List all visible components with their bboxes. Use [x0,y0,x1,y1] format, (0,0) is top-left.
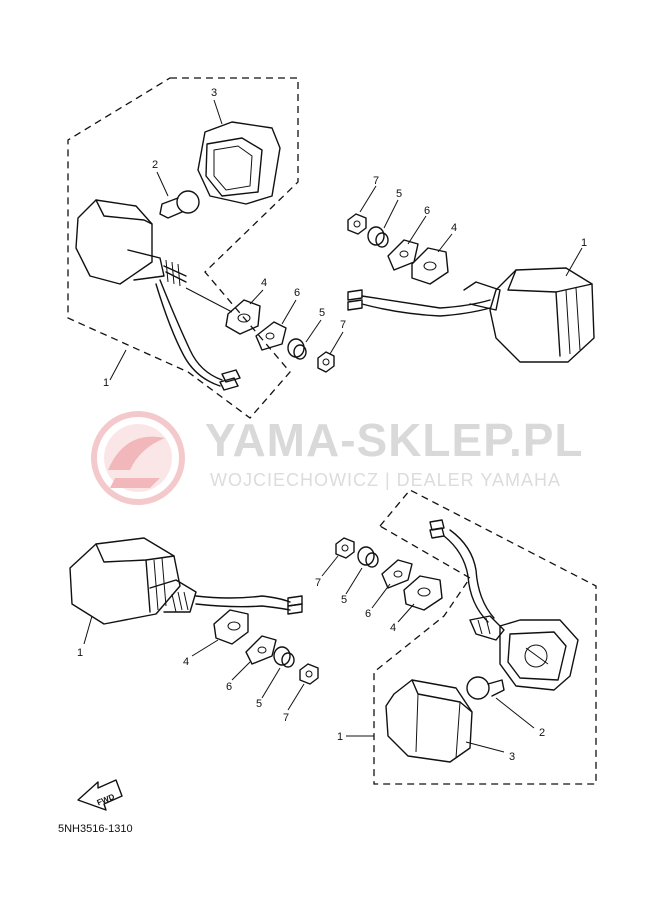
nut [299,663,319,685]
callout-4: 4 [390,622,396,634]
assembly-boundary [67,77,299,419]
collar [273,646,295,668]
fwd-label: FWD [96,792,116,807]
wire-harness [347,289,491,317]
bulb [159,190,200,219]
grommet [225,299,261,335]
assembly-bottom-right: 7 5 6 4 1 2 3 [315,489,597,785]
callout-1: 1 [77,647,83,659]
forward-arrow-icon: FWD [77,779,123,811]
gasket [381,559,413,589]
wire-harness [195,595,303,615]
assembly-bottom-left: 1 4 6 5 7 [69,537,319,724]
callout-2: 2 [152,159,158,171]
bulb [466,676,505,700]
nut [347,213,367,235]
signal-housing [469,615,579,691]
nut [317,351,335,373]
callout-2: 2 [539,727,545,739]
callout-4: 4 [261,277,267,289]
nut [335,537,355,559]
collar [287,338,307,360]
callout-5: 5 [319,307,325,319]
callout-5: 5 [341,594,347,606]
callout-1: 1 [337,731,343,743]
callout-4: 4 [183,656,189,668]
callout-7: 7 [373,175,379,187]
callout-3: 3 [509,751,515,763]
watermark: YAMA-SKLEP.PL WOJCIECHOWICZ | DEALER YAM… [91,411,584,505]
assembly-boundary [373,489,597,785]
assembly-top-left: 3 2 1 4 6 5 7 [67,77,346,419]
callout-1: 1 [103,377,109,389]
gasket [245,635,277,665]
callout-5: 5 [396,188,402,200]
lens-cover [197,121,281,205]
callout-5: 5 [256,698,262,710]
grommet [411,247,449,285]
signal-housing [69,537,197,625]
gasket [387,239,419,271]
callout-6: 6 [365,608,371,620]
diagram-code: 5NH3516-1310 [58,823,133,835]
lens-cover [385,679,473,763]
callout-3: 3 [211,87,217,99]
callout-6: 6 [226,681,232,693]
signal-housing [75,199,187,287]
callout-7: 7 [340,319,346,331]
signal-housing [463,267,595,363]
grommet [213,609,249,645]
wire-harness [429,519,495,623]
gasket [255,321,287,351]
callout-7: 7 [283,712,289,724]
grommet [403,575,443,611]
callout-7: 7 [315,577,321,589]
callout-6: 6 [424,205,430,217]
callout-4: 4 [451,222,457,234]
assembly-top-right: 7 5 6 4 1 [347,175,595,363]
collar [367,226,389,248]
callout-1: 1 [581,237,587,249]
callout-6: 6 [294,287,300,299]
collar [357,546,379,568]
watermark-logo [91,411,185,505]
wire-harness [155,279,241,391]
watermark-subtitle: WOJCIECHOWICZ | DEALER YAMAHA [210,470,561,490]
alignment-line [185,287,233,313]
watermark-title: YAMA-SKLEP.PL [205,414,584,466]
